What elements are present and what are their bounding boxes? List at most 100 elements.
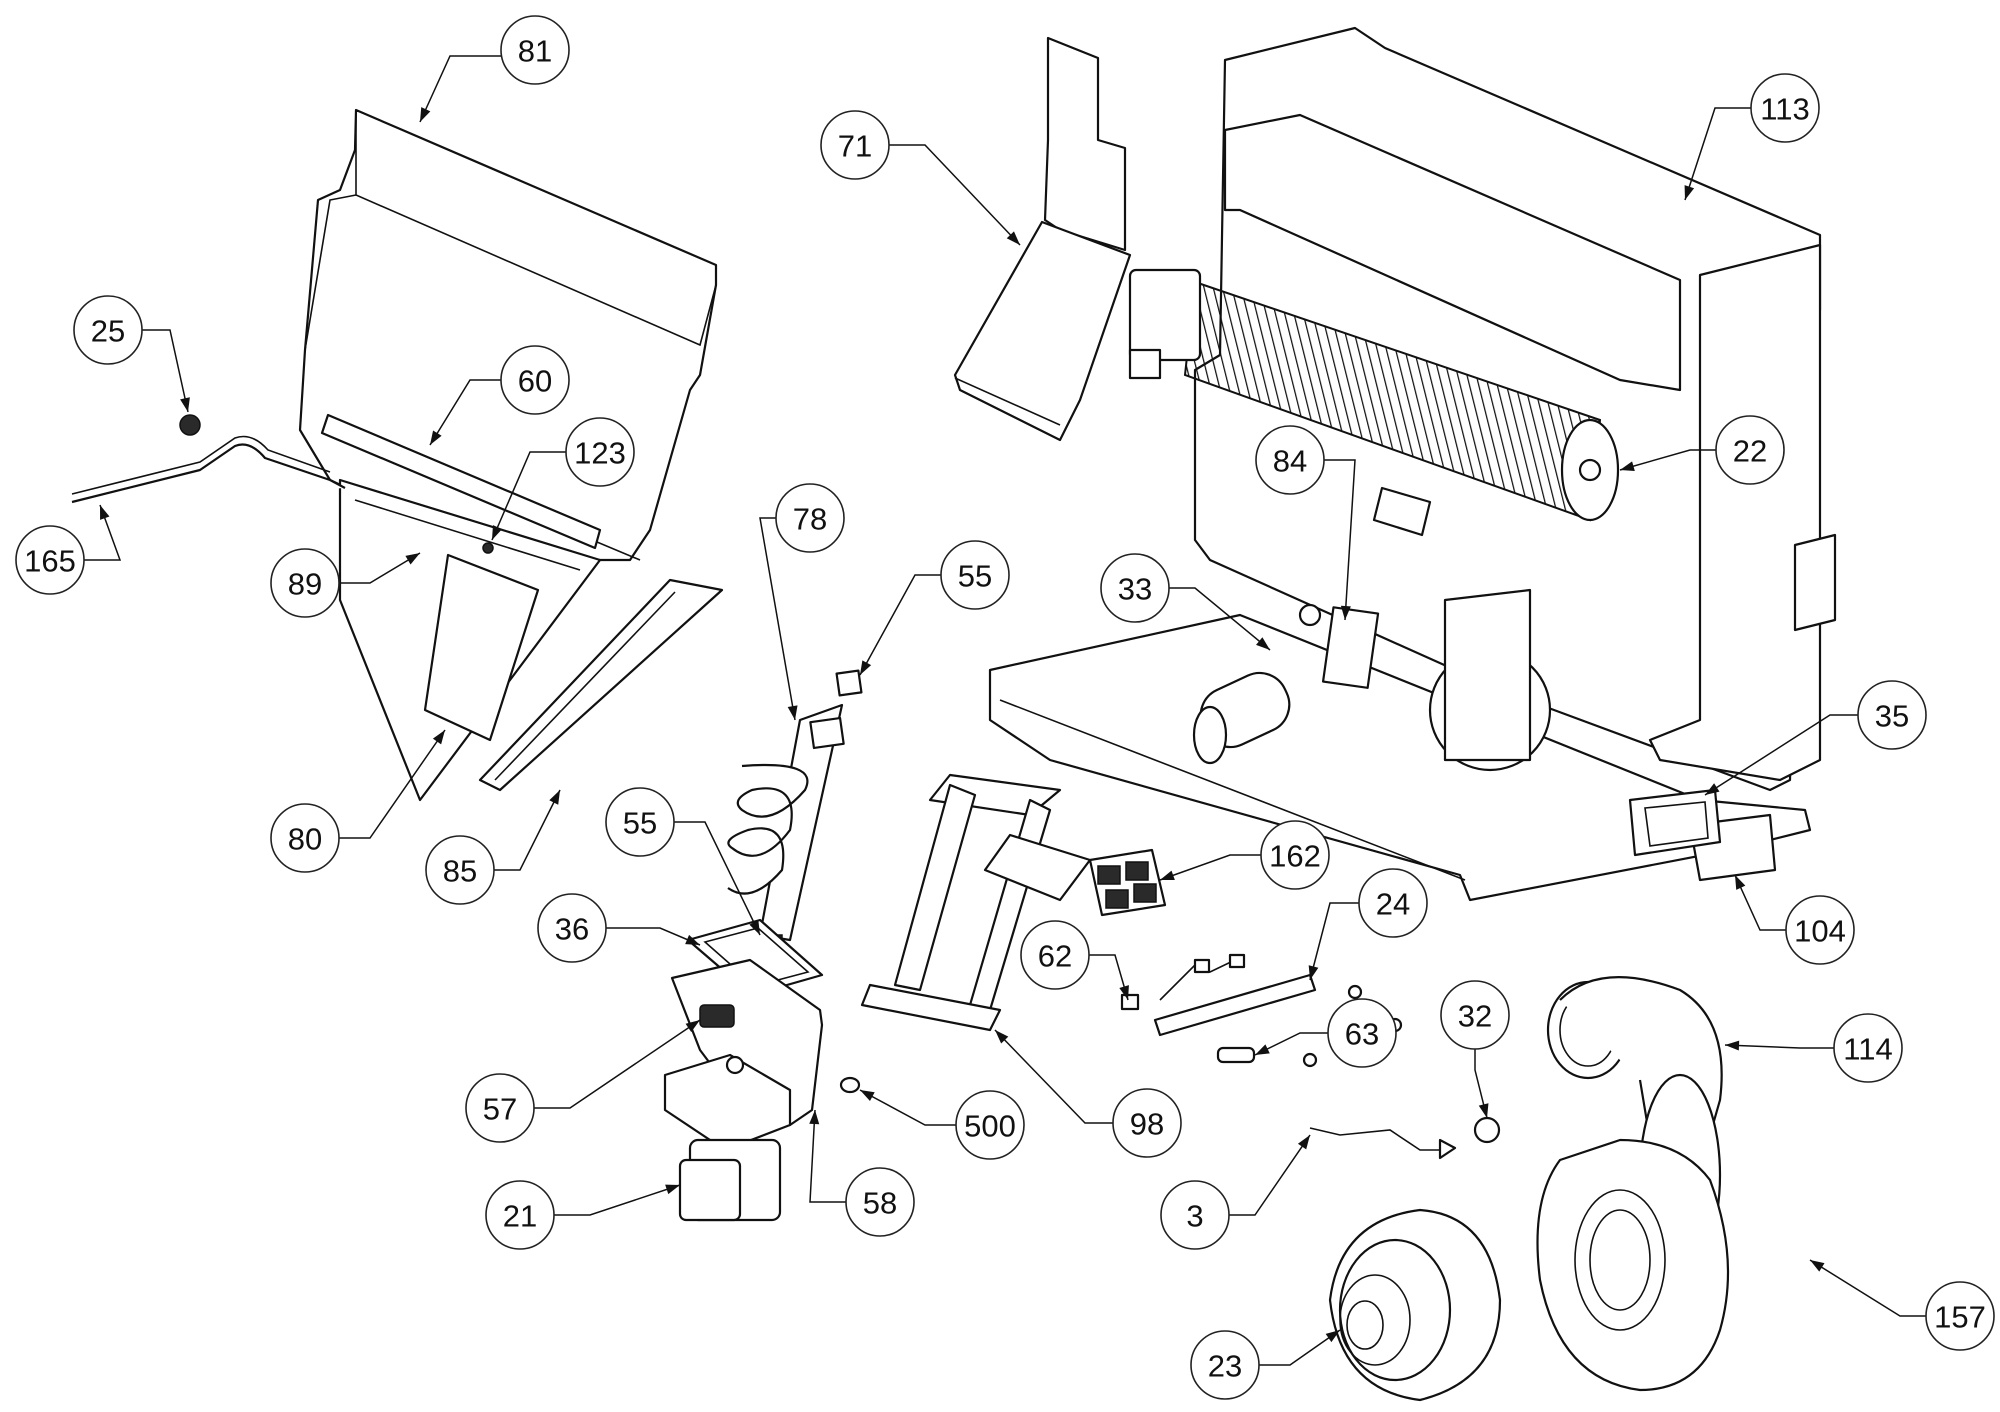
callout-165: 165 [15, 525, 85, 595]
leader-line-98 [994, 1029, 1113, 1124]
small-parts [1088, 848, 1501, 1160]
blower-roll-part-22 [1128, 268, 1620, 522]
callout-circle [485, 1180, 555, 1250]
callout-114: 114 [1833, 1013, 1903, 1083]
callout-circle [500, 15, 570, 85]
leader-line-57 [534, 1019, 701, 1109]
leader-arrowhead-78 [787, 705, 798, 720]
callout-157: 157 [1925, 1281, 1995, 1351]
callout-circle [775, 483, 845, 553]
callout-36: 36 [537, 893, 607, 963]
leader-arrowhead-80 [432, 730, 445, 745]
callout-circle [1255, 425, 1325, 495]
callout-104: 104 [1785, 895, 1855, 965]
callout-label: 113 [1760, 92, 1809, 127]
callout-33: 33 [1100, 553, 1170, 623]
callout-circle [955, 1090, 1025, 1160]
knob-part-25 [179, 414, 201, 436]
callout-label: 32 [1458, 999, 1492, 1034]
leader-line-123 [491, 451, 566, 541]
leader-line-33 [1169, 587, 1271, 651]
callout-circle [537, 893, 607, 963]
leader-line-63 [1254, 1032, 1328, 1056]
leader-arrowhead-3 [1297, 1135, 1310, 1150]
leader-arrowhead-62 [1119, 985, 1129, 1000]
callout-label: 63 [1345, 1017, 1379, 1052]
leader-line-62 [1089, 954, 1129, 1001]
callout-label: 22 [1733, 434, 1767, 469]
callout-circle [1260, 820, 1330, 890]
callout-25: 25 [73, 295, 143, 365]
callout-circle [1857, 680, 1927, 750]
callout-label: 84 [1273, 444, 1307, 479]
leader-line-165 [84, 504, 122, 561]
callout-circle [270, 548, 340, 618]
callout-label: 58 [863, 1186, 897, 1221]
leader-arrowhead-500 [860, 1090, 875, 1102]
leader-line-24 [1309, 902, 1359, 981]
callout-113: 113 [1750, 73, 1820, 143]
callout-label: 78 [793, 502, 827, 537]
callout-circle [565, 417, 635, 487]
leader-line-89 [339, 552, 421, 584]
callout-label: 21 [503, 1199, 537, 1234]
leader-line-25 [142, 329, 189, 413]
callout-84: 84 [1255, 425, 1325, 495]
leader-arrowhead-84 [1340, 605, 1351, 620]
leader-line-81 [419, 55, 501, 123]
callout-label: 89 [288, 567, 322, 602]
leader-arrowhead-21 [665, 1184, 680, 1195]
callout-circle [1020, 920, 1090, 990]
leader-lines [84, 55, 1926, 1366]
leader-line-36 [606, 927, 701, 946]
callout-label: 36 [555, 912, 589, 947]
callout-label: 71 [838, 129, 872, 164]
callout-label: 60 [518, 364, 552, 399]
callout-label: 81 [518, 34, 552, 69]
pedestal-part-98 [860, 773, 1092, 1032]
callout-circle [1833, 1013, 1903, 1083]
callout-80: 80 [270, 803, 340, 873]
callout-3: 3 [1160, 1180, 1230, 1250]
leader-arrowhead-24 [1308, 965, 1319, 980]
leader-line-21 [554, 1184, 681, 1216]
leader-arrowhead-165 [100, 505, 110, 520]
leader-arrowhead-98 [995, 1030, 1009, 1044]
callout-label: 157 [1934, 1300, 1986, 1335]
leader-line-60 [429, 379, 501, 446]
callout-circle [1358, 868, 1428, 938]
callout-circle [605, 787, 675, 857]
leader-arrowhead-57 [685, 1020, 700, 1032]
callout-label: 55 [623, 806, 657, 841]
callout-55: 55 [605, 787, 675, 857]
leader-line-3 [1229, 1134, 1311, 1216]
leader-arrowhead-162 [1160, 870, 1175, 880]
callout-78: 78 [775, 483, 845, 553]
callout-label: 98 [1130, 1107, 1164, 1142]
leader-arrowhead-23 [1325, 1330, 1340, 1343]
callout-500: 500 [955, 1090, 1025, 1160]
callout-label: 162 [1269, 839, 1321, 874]
leader-arrowhead-113 [1684, 185, 1695, 200]
leader-arrowhead-36 [685, 934, 700, 945]
callout-label: 165 [24, 544, 76, 579]
leader-arrowhead-157 [1810, 1260, 1825, 1272]
callout-label: 57 [483, 1092, 517, 1127]
leader-line-22 [1619, 449, 1716, 471]
leader-arrowhead-58 [809, 1110, 820, 1125]
callout-22: 22 [1715, 415, 1785, 485]
callout-circle [1112, 1088, 1182, 1158]
leader-line-113 [1684, 107, 1751, 201]
leader-line-80 [339, 729, 446, 839]
callout-label: 23 [1208, 1349, 1242, 1384]
callout-circle [425, 835, 495, 905]
leader-arrowhead-89 [405, 553, 420, 565]
callout-62: 62 [1020, 920, 1090, 990]
callout-58: 58 [845, 1167, 915, 1237]
callout-circle [1190, 1330, 1260, 1400]
leader-line-114 [1724, 1044, 1834, 1049]
callout-label: 35 [1875, 699, 1909, 734]
leader-arrowhead-55 [749, 920, 760, 935]
leader-line-500 [859, 1089, 956, 1126]
